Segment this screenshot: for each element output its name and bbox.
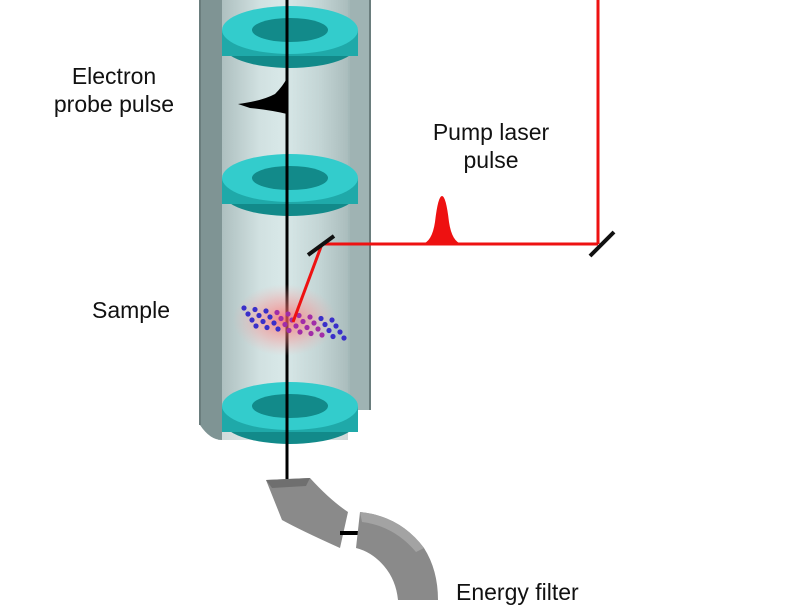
electron-probe-pulse-label: Electron probe pulse (40, 62, 188, 118)
sample-atom (267, 314, 273, 320)
sample-atom (315, 326, 321, 332)
mirror-right (588, 230, 616, 258)
sample-atom (333, 323, 339, 329)
sample-atom (245, 311, 251, 317)
sample-atom (285, 311, 291, 317)
sample-atom (260, 318, 266, 325)
pump-laser-pulse (422, 196, 462, 244)
sample-atom (278, 315, 284, 322)
pump-laser-label-line1: Pump laser (432, 119, 550, 145)
sample-atom (307, 314, 313, 320)
electron-probe-pulse (238, 78, 287, 114)
mirror-left (306, 234, 336, 257)
sample-atom (319, 332, 325, 338)
sample-atom (308, 330, 314, 337)
sample-atom (274, 309, 280, 316)
energy-filter-label: Energy filter (456, 579, 579, 605)
sample-atom (253, 323, 259, 329)
ring-lens-bottom (222, 382, 358, 444)
sample-atom (286, 327, 292, 334)
sample-atom (241, 305, 247, 311)
electron-probe-label-line1: Electron (71, 63, 157, 89)
sample-atom (256, 312, 262, 319)
sample-atom (249, 317, 255, 323)
sample-atom (300, 318, 306, 325)
sample-atom (329, 317, 335, 323)
sample-atom (297, 329, 303, 335)
electron-probe-label-line2: probe pulse (53, 91, 175, 117)
sample-atoms (241, 305, 347, 341)
sample-atom (264, 324, 270, 331)
sample-atom (337, 329, 343, 335)
sample-atom (271, 320, 277, 326)
sample-atom (322, 321, 328, 328)
sample-atom (282, 321, 288, 328)
sample-atom (341, 335, 347, 341)
ring-lens-middle (222, 154, 358, 216)
pump-laser-label-line2: pulse (463, 147, 519, 173)
sample-atom (275, 326, 281, 332)
sample-atom (311, 320, 317, 326)
sample-atom (252, 306, 258, 313)
ring-lens-top (222, 6, 358, 68)
sample-glow (233, 284, 337, 356)
sample-atom (293, 323, 299, 329)
sample-atom (296, 312, 302, 319)
sample-atom (263, 308, 269, 314)
pump-laser-pulse-label: Pump laser pulse (410, 118, 572, 174)
sample-atom (304, 324, 310, 331)
sample-atom (326, 327, 332, 334)
sample-atom (318, 315, 324, 322)
sample-atom (330, 333, 336, 340)
energy-filter (266, 478, 438, 600)
sample-label: Sample (92, 297, 170, 323)
